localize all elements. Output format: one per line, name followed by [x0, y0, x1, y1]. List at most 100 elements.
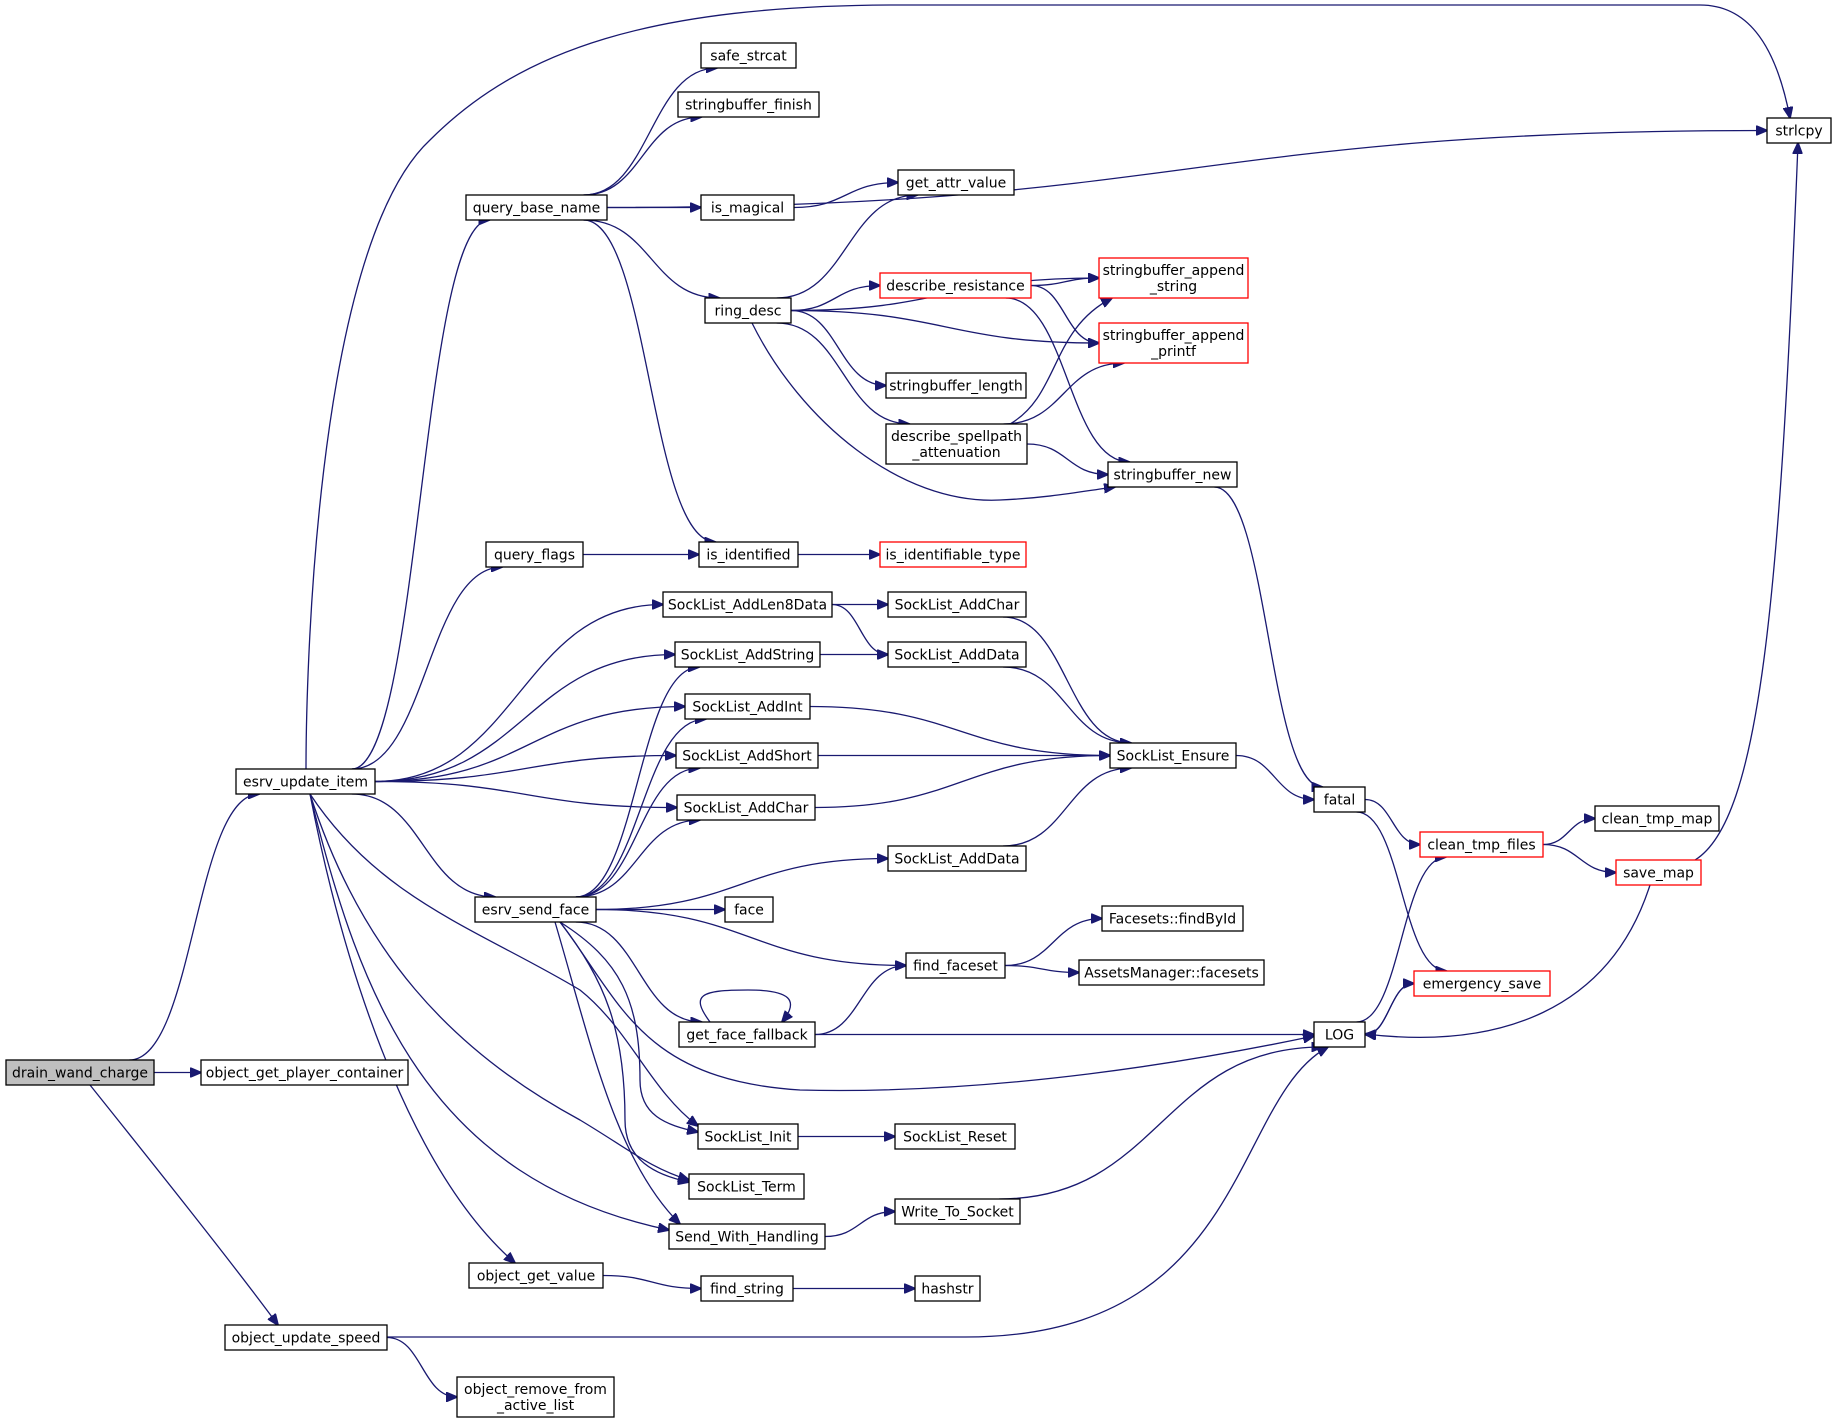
node-box: [688, 1173, 805, 1200]
node-query_flags[interactable]: query_flags: [485, 541, 584, 568]
edge-esrv_update_item-to-strlcpy: [305, 4, 1790, 770]
node-strlcpy[interactable]: strlcpy: [1766, 117, 1832, 144]
node-label: LOG: [1325, 1028, 1354, 1044]
node-SockList_AddString[interactable]: SockList_AddString: [674, 641, 821, 668]
node-describe_resistance[interactable]: describe_resistance: [879, 272, 1032, 299]
node-safe_strcat[interactable]: safe_strcat: [700, 42, 797, 69]
node-box: [468, 1262, 604, 1289]
node-find_string[interactable]: find_string: [700, 1275, 794, 1302]
node-is_identified[interactable]: is_identified: [698, 541, 799, 568]
node-label: _printf: [1150, 344, 1197, 360]
node-stringbuffer_append_string[interactable]: stringbuffer_append_string: [1098, 257, 1249, 299]
node-SockList_AddChar_a[interactable]: SockList_AddChar: [676, 794, 816, 821]
node-box: [676, 794, 816, 821]
node-box: [678, 1021, 816, 1048]
node-label: is_identified: [706, 548, 790, 564]
node-is_identifiable_type[interactable]: is_identifiable_type: [879, 541, 1027, 568]
node-box: [894, 1123, 1016, 1150]
edge-Send_With_Handling-to-Write_To_Socket: [824, 1212, 895, 1238]
node-box: [1078, 959, 1265, 986]
node-emergency_save[interactable]: emergency_save: [1413, 970, 1551, 997]
node-label: object_get_value: [477, 1269, 595, 1285]
node-object_update_speed[interactable]: object_update_speed: [224, 1324, 388, 1351]
node-object_get_value[interactable]: object_get_value: [468, 1262, 604, 1289]
node-stringbuffer_finish[interactable]: stringbuffer_finish: [677, 91, 820, 118]
node-box: [698, 541, 799, 568]
node-label: strlcpy: [1775, 124, 1822, 140]
node-stringbuffer_append_printf[interactable]: stringbuffer_append_printf: [1098, 322, 1249, 364]
edge-get_face_fallback-to-get_face_fallback: [699, 989, 790, 1022]
edge-query_base_name-to-is_identified: [583, 219, 716, 542]
node-label: find_faceset: [913, 959, 998, 975]
edge-esrv_send_face-to-Send_With_Handling: [554, 921, 680, 1224]
node-box: [5, 1059, 155, 1086]
node-SockList_Init[interactable]: SockList_Init: [697, 1123, 799, 1150]
node-esrv_update_item[interactable]: esrv_update_item: [235, 768, 376, 795]
node-Write_To_Socket[interactable]: Write_To_Socket: [894, 1198, 1021, 1225]
edge-query_base_name-to-safe_strcat: [583, 68, 717, 196]
node-label: face: [734, 903, 764, 919]
edge-esrv_send_face-to-SockList_Init: [559, 921, 698, 1132]
node-SockList_AddLen8Data[interactable]: SockList_AddLen8Data: [662, 591, 833, 618]
node-label: Write_To_Socket: [901, 1205, 1014, 1221]
node-LOG[interactable]: LOG: [1313, 1021, 1366, 1048]
node-box: [235, 768, 376, 795]
node-object_remove_from_active_list[interactable]: object_remove_from_active_list: [456, 1376, 615, 1418]
node-SockList_AddData_a[interactable]: SockList_AddData: [887, 641, 1027, 668]
edge-layer: [89, 4, 1798, 1397]
node-label: object_get_player_container: [206, 1066, 404, 1082]
node-box: [887, 641, 1027, 668]
node-clean_tmp_map[interactable]: clean_tmp_map: [1594, 805, 1720, 832]
node-label: SockList_AddInt: [692, 700, 803, 716]
node-clean_tmp_files[interactable]: clean_tmp_files: [1419, 831, 1544, 858]
node-get_attr_value[interactable]: get_attr_value: [897, 169, 1015, 196]
edge-esrv_update_item-to-SockList_Init: [309, 793, 698, 1126]
node-get_face_fallback[interactable]: get_face_fallback: [678, 1021, 816, 1048]
node-box: [1313, 786, 1366, 813]
node-fatal[interactable]: fatal: [1313, 786, 1366, 813]
node-stringbuffer_new[interactable]: stringbuffer_new: [1107, 461, 1238, 488]
node-SockList_AddChar_b[interactable]: SockList_AddChar: [887, 591, 1027, 618]
node-label: stringbuffer_length: [889, 379, 1023, 395]
node-object_get_player_container[interactable]: object_get_player_container: [200, 1059, 409, 1086]
node-face[interactable]: face: [724, 896, 774, 923]
node-Send_With_Handling[interactable]: Send_With_Handling: [668, 1223, 826, 1250]
edge-esrv_update_item-to-SockList_AddChar_a: [374, 780, 677, 808]
node-label: is_magical: [711, 201, 784, 217]
node-label: object_update_speed: [232, 1331, 381, 1347]
node-find_faceset[interactable]: find_faceset: [905, 952, 1006, 979]
edge-SockList_AddData_a-to-SockList_Ensure: [1002, 666, 1131, 743]
node-SockList_Term[interactable]: SockList_Term: [688, 1173, 805, 1200]
node-is_magical[interactable]: is_magical: [700, 194, 795, 221]
node-label: SockList_AddData: [894, 852, 1019, 868]
node-label: SockList_Ensure: [1117, 749, 1230, 765]
node-stringbuffer_length[interactable]: stringbuffer_length: [885, 372, 1027, 399]
edge-LOG-to-clean_tmp_files: [1356, 857, 1447, 1023]
node-label: is_identifiable_type: [886, 548, 1021, 564]
edge-esrv_update_item-to-SockList_AddString: [374, 655, 675, 783]
node-SockList_AddShort[interactable]: SockList_AddShort: [675, 742, 819, 769]
node-box: [879, 541, 1027, 568]
node-SockList_AddData_b[interactable]: SockList_AddData: [887, 845, 1027, 872]
edge-find_faceset-to-AssetsManager_facesets: [1004, 964, 1079, 973]
edge-SockList_AddChar_b-to-SockList_Ensure: [1002, 616, 1131, 743]
node-SockList_Ensure[interactable]: SockList_Ensure: [1109, 742, 1237, 769]
node-hashstr[interactable]: hashstr: [914, 1275, 981, 1302]
node-describe_spellpath_attenuation[interactable]: describe_spellpath_attenuation: [885, 423, 1028, 465]
node-SockList_Reset[interactable]: SockList_Reset: [894, 1123, 1016, 1150]
node-drain_wand_charge[interactable]: drain_wand_charge: [5, 1059, 155, 1086]
node-ring_desc[interactable]: ring_desc: [704, 297, 792, 324]
node-esrv_send_face[interactable]: esrv_send_face: [474, 896, 597, 923]
node-box: [1413, 970, 1551, 997]
node-SockList_AddInt[interactable]: SockList_AddInt: [684, 693, 811, 720]
node-query_base_name[interactable]: query_base_name: [465, 194, 608, 221]
node-Facesets_findById[interactable]: Facesets::findById: [1101, 905, 1244, 932]
node-AssetsManager_facesets[interactable]: AssetsManager::facesets: [1078, 959, 1265, 986]
node-box: [700, 1275, 794, 1302]
node-label: ring_desc: [715, 304, 782, 320]
edge-esrv_update_item-to-SockList_AddInt: [374, 707, 685, 783]
node-box: [1313, 1021, 1366, 1048]
node-save_map[interactable]: save_map: [1615, 859, 1702, 886]
node-box: [914, 1275, 981, 1302]
